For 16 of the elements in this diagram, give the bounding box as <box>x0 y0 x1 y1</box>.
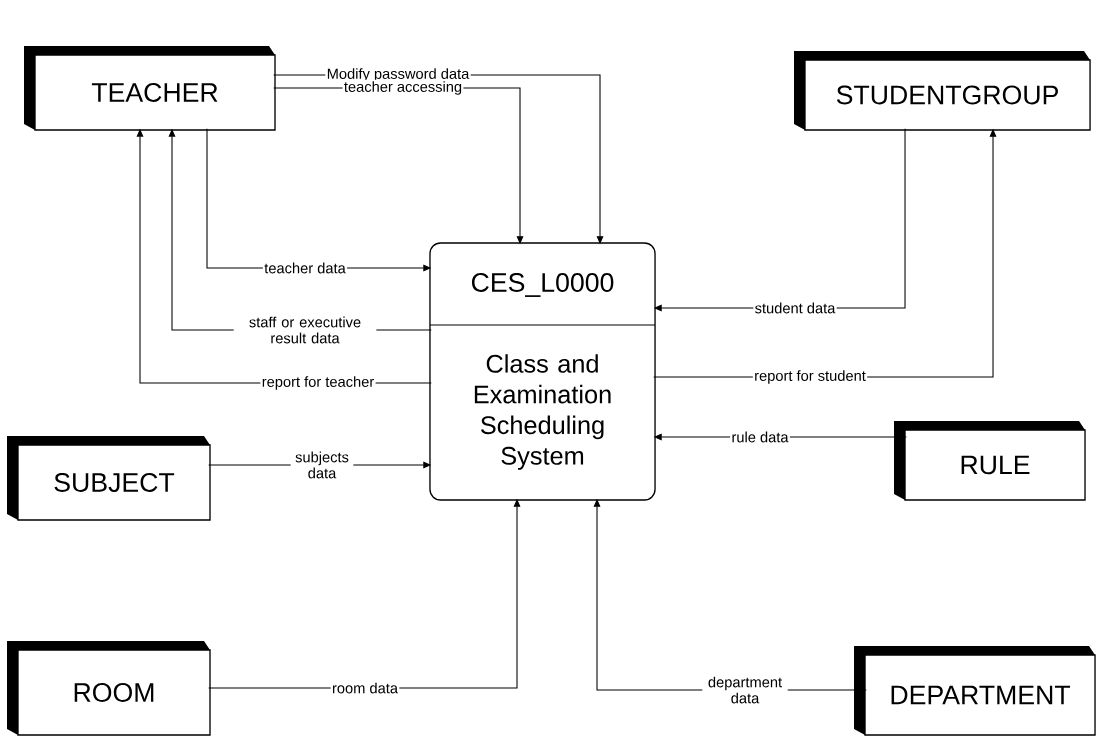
external-entity-box: DEPARTMENT <box>854 646 1096 736</box>
external-entity-box: STUDENTGROUP <box>794 51 1091 131</box>
external-entity-box: ROOM <box>7 641 211 736</box>
edge-label: report for teacher <box>260 374 376 392</box>
edge-label: room data <box>330 681 400 695</box>
edge-label: student data <box>753 301 837 315</box>
edge-label: department data <box>702 675 788 705</box>
edge-label: report for student <box>752 368 868 386</box>
edge-label: rule data <box>730 430 790 444</box>
external-entity-box: RULE <box>894 421 1086 501</box>
external-entity-box: TEACHER <box>24 46 276 131</box>
edge-label: staff or executive result data <box>233 315 377 345</box>
edge-label: subjects data <box>290 450 354 480</box>
process-box: CES_L0000 Class and Examination Scheduling System <box>429 242 656 501</box>
external-entity-box: SUBJECT <box>7 436 211 521</box>
edge-label: teacher data <box>262 261 348 275</box>
